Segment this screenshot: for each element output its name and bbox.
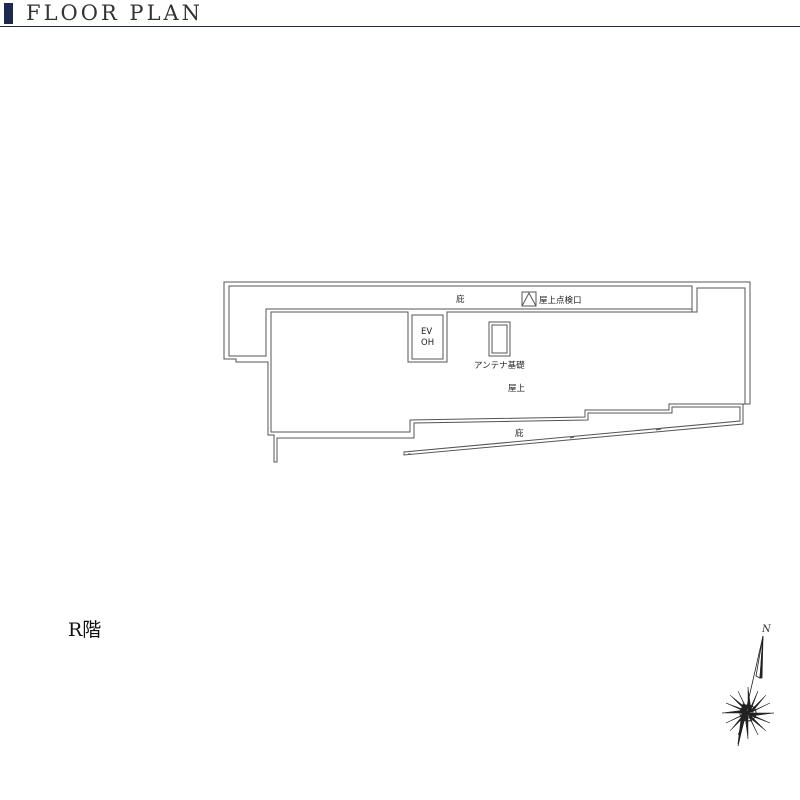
inner-roof-outline: [228, 285, 746, 433]
header-divider: [0, 26, 800, 27]
header-accent-bar: [4, 3, 13, 24]
compass-rose-icon: N: [721, 624, 775, 747]
label-eaves-bottom: 庇: [515, 428, 524, 439]
label-oh: OH: [421, 338, 434, 348]
label-roof-hatch: 屋上点検口: [539, 295, 582, 306]
floor-label: R階: [68, 619, 102, 641]
antenna-base: [488, 321, 511, 357]
outer-wall-outline: [223, 281, 751, 463]
label-eaves-top: 庇: [456, 294, 465, 305]
label-antenna-base: アンテナ基礎: [474, 360, 525, 371]
compass-north-label: N: [761, 624, 772, 635]
label-ev: EV: [421, 327, 432, 337]
page-title: FLOOR PLAN: [26, 1, 204, 25]
page-header: FLOOR PLAN: [0, 0, 800, 28]
label-rooftop: 屋上: [508, 384, 526, 394]
elevator-overhead-box: [411, 314, 444, 360]
roof-hatch-box: [521, 291, 537, 307]
